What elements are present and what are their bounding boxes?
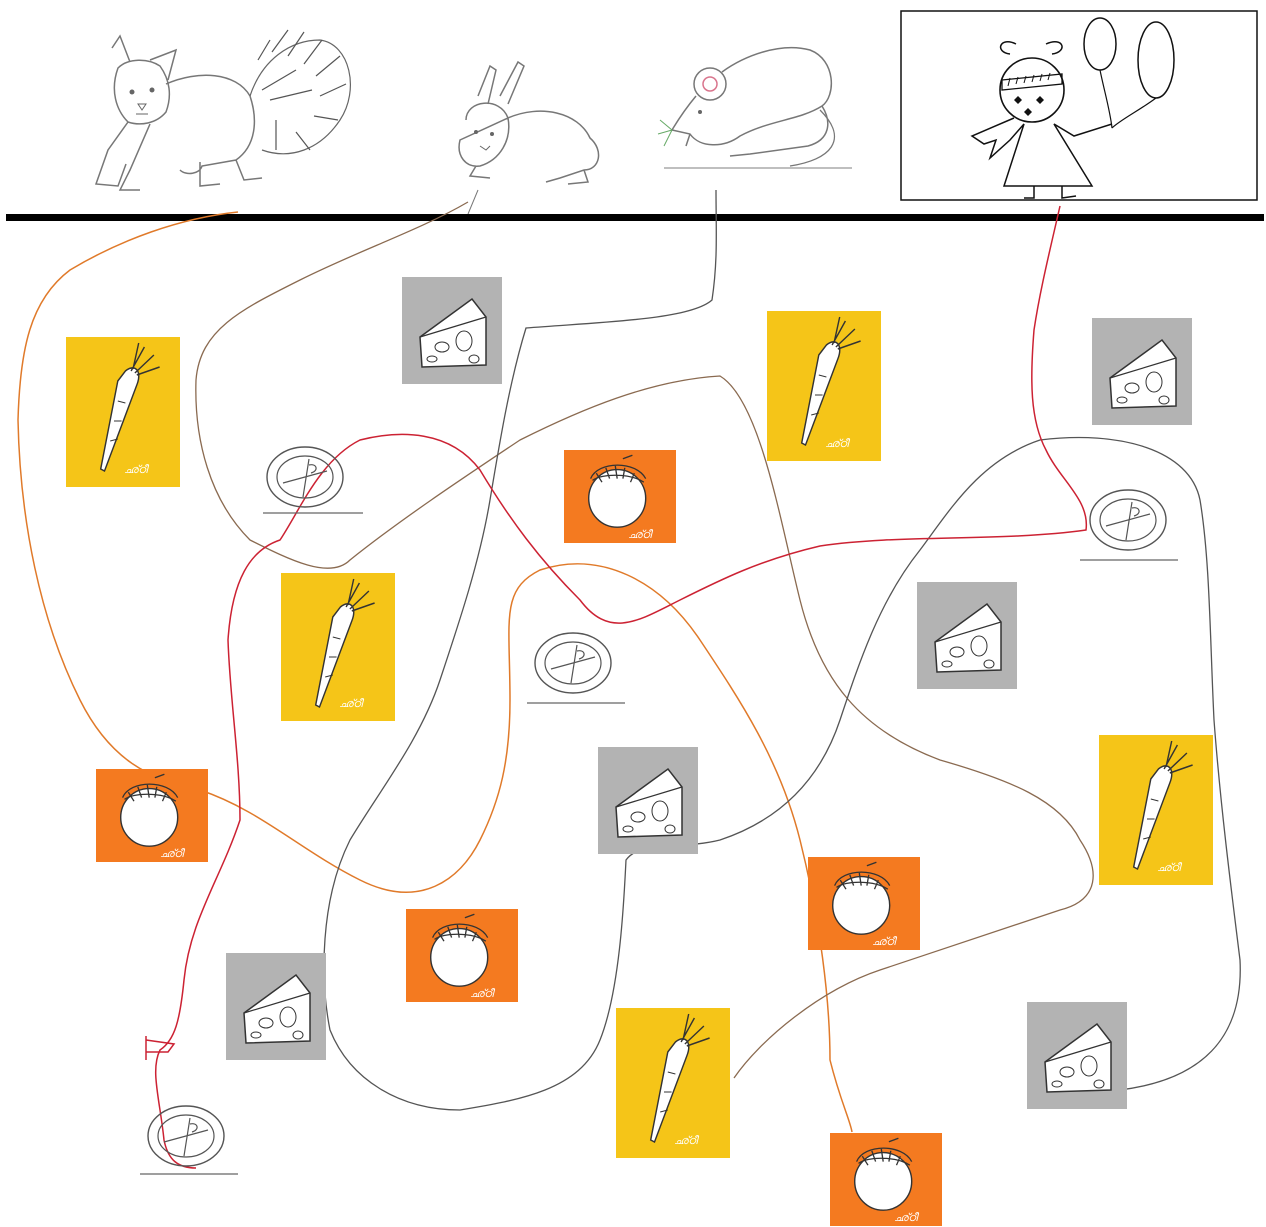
mouse-character[interactable] bbox=[658, 48, 852, 168]
rabbit-character[interactable] bbox=[459, 62, 598, 214]
carrot-tile[interactable]: ഛ്ഠീ bbox=[616, 1008, 730, 1158]
plate-item[interactable] bbox=[527, 633, 625, 703]
girl-character[interactable] bbox=[901, 11, 1257, 200]
plate-icon bbox=[535, 633, 611, 693]
plate-item[interactable] bbox=[1080, 490, 1178, 560]
plate-item[interactable] bbox=[263, 447, 363, 513]
carrot-tag: ഛ്ഠീ bbox=[1157, 861, 1183, 874]
cheese-tile[interactable] bbox=[226, 953, 326, 1060]
strawberry-tile[interactable]: ഛ്ഠീ bbox=[96, 769, 208, 862]
carrot-tile[interactable]: ഛ്ഠീ bbox=[1099, 735, 1213, 885]
cheese-tile[interactable] bbox=[598, 747, 698, 854]
carrot-tile[interactable]: ഛ്ഠീ bbox=[281, 573, 395, 721]
plate-icon bbox=[148, 1106, 224, 1166]
carrot-tag: ഛ്ഠീ bbox=[339, 697, 365, 710]
carrot-tile[interactable]: ഛ്ഠീ bbox=[767, 311, 881, 461]
strawberry-tag: ഛ്ഠീ bbox=[628, 528, 654, 541]
strawberry-tile[interactable]: ഛ്ഠീ bbox=[808, 857, 920, 950]
strawberry-tile[interactable]: ഛ്ഠീ bbox=[406, 909, 518, 1002]
plate-item[interactable] bbox=[140, 1106, 238, 1174]
plate-icon bbox=[267, 447, 343, 507]
plate-icon bbox=[1090, 490, 1166, 550]
strawberry-tag: ഛ്ഠീ bbox=[470, 987, 496, 1000]
cheese-tile[interactable] bbox=[917, 582, 1017, 689]
carrot-tile[interactable]: ഛ്ഠീ bbox=[66, 337, 180, 487]
strawberry-tile[interactable]: ഛ്ഠീ bbox=[564, 450, 676, 543]
strawberry-tag: ഛ്ഠീ bbox=[872, 935, 898, 948]
carrot-tag: ഛ്ഠീ bbox=[674, 1134, 700, 1147]
cat-character[interactable] bbox=[96, 30, 350, 190]
carrot-tag: ഛ്ഠീ bbox=[825, 437, 851, 450]
carrot-tag: ഛ്ഠീ bbox=[124, 463, 150, 476]
cheese-tile[interactable] bbox=[1027, 1002, 1127, 1109]
strawberry-tag: ഛ്ഠീ bbox=[894, 1211, 920, 1224]
strawberry-tag: ഛ്ഠീ bbox=[160, 847, 186, 860]
cheese-tile[interactable] bbox=[1092, 318, 1192, 425]
strawberry-tile[interactable]: ഛ്ഠീ bbox=[830, 1133, 942, 1226]
cheese-tile[interactable] bbox=[402, 277, 502, 384]
